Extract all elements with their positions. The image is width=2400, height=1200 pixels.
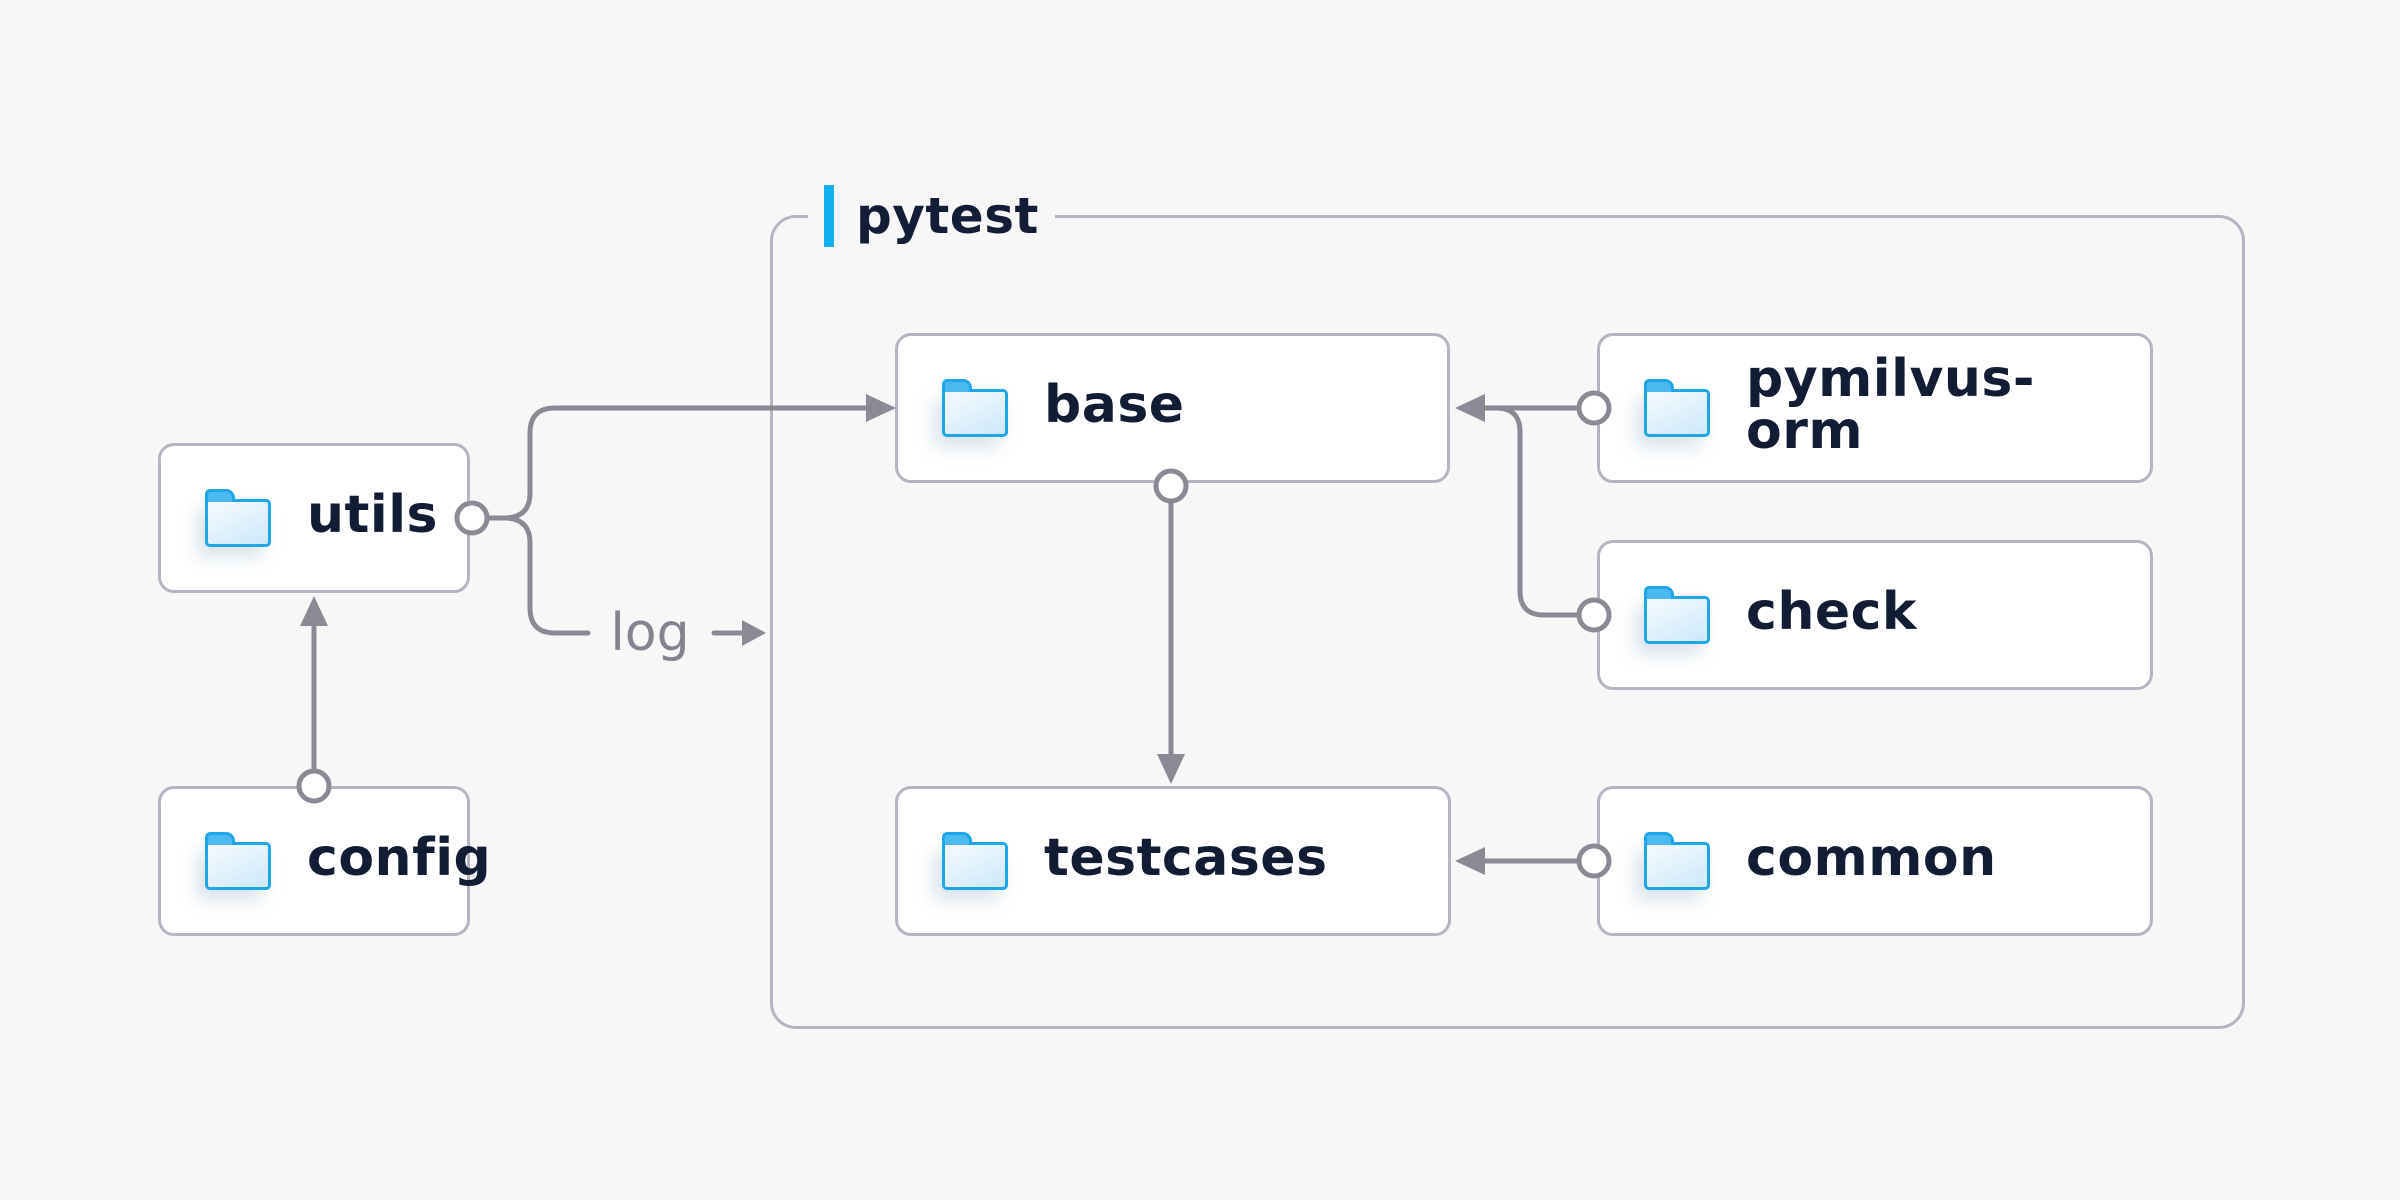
arrowhead-right-icon <box>742 620 766 646</box>
folder-icon <box>205 832 271 890</box>
node-check: check <box>1597 540 2153 690</box>
node-testcases: testcases <box>895 786 1451 936</box>
pytest-group-container <box>770 215 2245 1029</box>
folder-icon <box>1644 586 1710 644</box>
node-common: common <box>1597 786 2153 936</box>
node-check-label: check <box>1746 582 1918 642</box>
node-config: config <box>158 786 491 936</box>
pytest-group-title: pytest <box>856 187 1039 245</box>
node-common-label: common <box>1746 828 1997 888</box>
node-config-label: config <box>307 828 492 888</box>
node-utils-label: utils <box>307 485 438 545</box>
arrowhead-up-icon <box>300 596 328 626</box>
folder-icon <box>205 489 271 547</box>
log-annotation-label: log <box>610 603 690 663</box>
node-utils: utils <box>158 443 470 593</box>
node-pymilvus-orm-label: pymilvus-orm <box>1746 349 2035 461</box>
folder-icon <box>1644 379 1710 437</box>
log-arrow-glyph <box>711 620 766 646</box>
node-base: base <box>895 333 1450 483</box>
pytest-group-label: pytest <box>808 184 1055 248</box>
node-testcases-label: testcases <box>1044 828 1328 888</box>
edge-config-to-utils <box>296 596 332 804</box>
node-base-label: base <box>1044 375 1185 435</box>
node-pymilvus-orm: pymilvus-orm <box>1597 333 2153 483</box>
accent-bar <box>824 185 834 247</box>
folder-icon <box>942 832 1008 890</box>
folder-icon <box>942 379 1008 437</box>
folder-icon <box>1644 832 1710 890</box>
